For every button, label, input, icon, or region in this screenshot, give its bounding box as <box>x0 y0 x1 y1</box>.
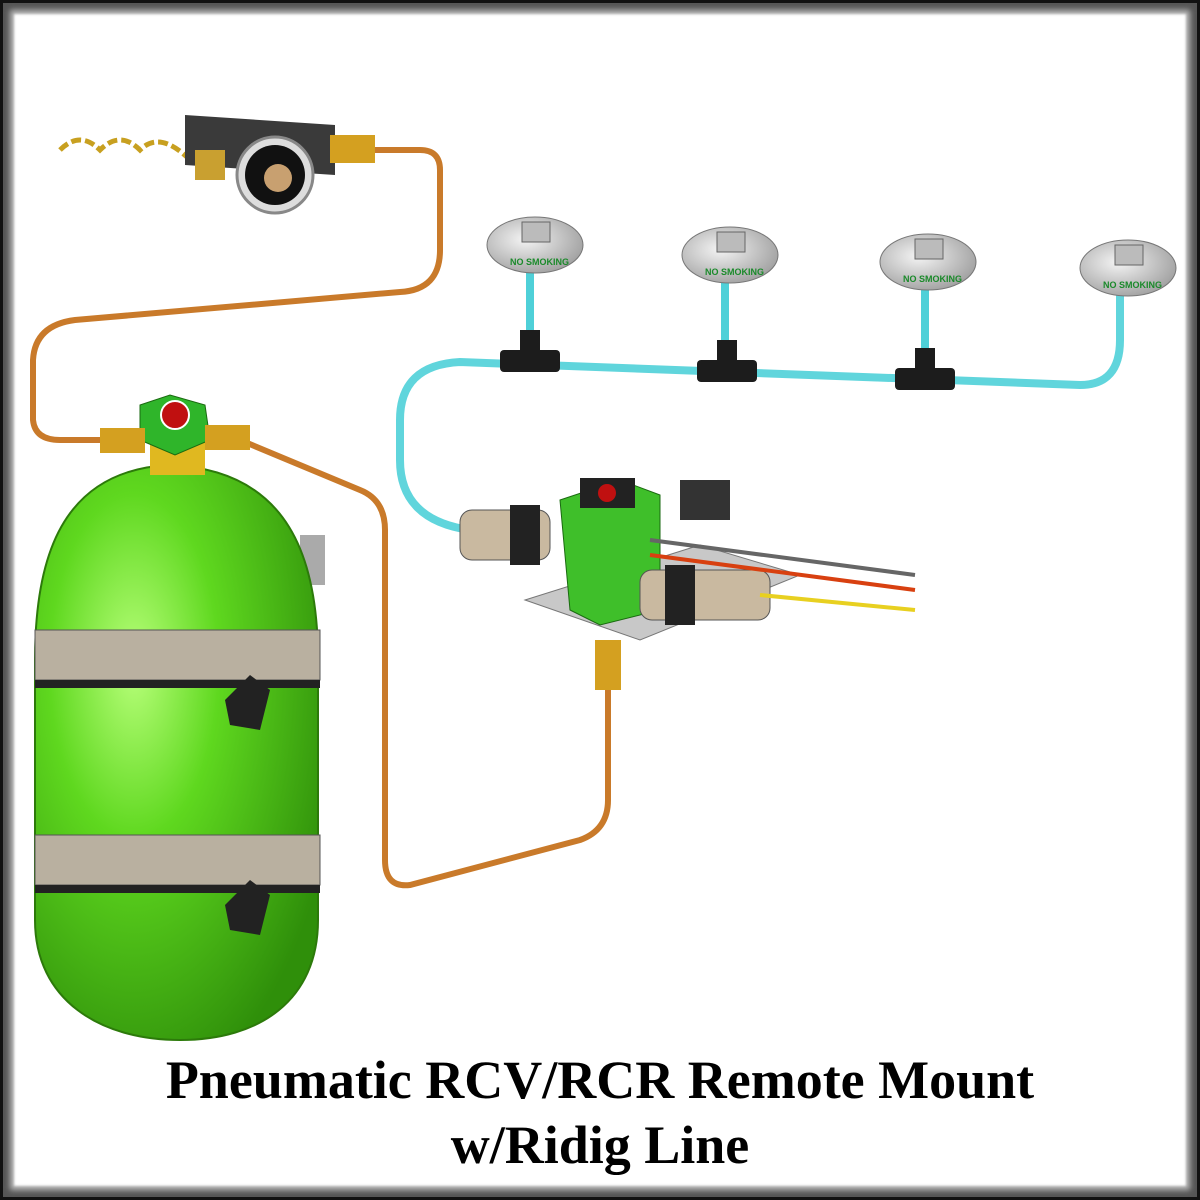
clamp-knob <box>225 675 270 730</box>
oxygen-tank <box>34 394 325 1042</box>
outlet-4: NO SMOKING <box>1079 239 1177 297</box>
outlet-label: NO SMOKING <box>705 267 764 277</box>
lanyard-chain <box>58 137 192 162</box>
clamp-knob <box>225 880 270 935</box>
connector <box>680 480 730 520</box>
mounting-strap-lower <box>34 834 321 935</box>
tee-fittings <box>500 330 955 390</box>
pressure-gauge-assembly <box>58 115 375 215</box>
outlet-1: NO SMOKING <box>486 216 584 274</box>
caption-line-2: w/Ridig Line <box>450 1115 750 1175</box>
remote-valve-assembly <box>459 478 916 690</box>
outlet-3: NO SMOKING <box>879 233 977 291</box>
outlet-label: NO SMOKING <box>510 257 569 267</box>
supply-tube <box>396 290 1124 534</box>
wire-gray <box>649 538 916 577</box>
outlet-2: NO SMOKING <box>681 226 779 284</box>
cylinder-right <box>639 569 771 621</box>
mounting-strap-upper <box>34 629 321 730</box>
outlet-label: NO SMOKING <box>903 274 962 284</box>
copper-line-valve <box>238 437 611 889</box>
wire-yellow <box>759 593 916 612</box>
outlet-label: NO SMOKING <box>1103 280 1162 290</box>
wire-red <box>649 553 916 592</box>
caption-line-1: Pneumatic RCV/RCR Remote Mount <box>165 1050 1035 1110</box>
copper-line-gauge <box>30 147 443 443</box>
